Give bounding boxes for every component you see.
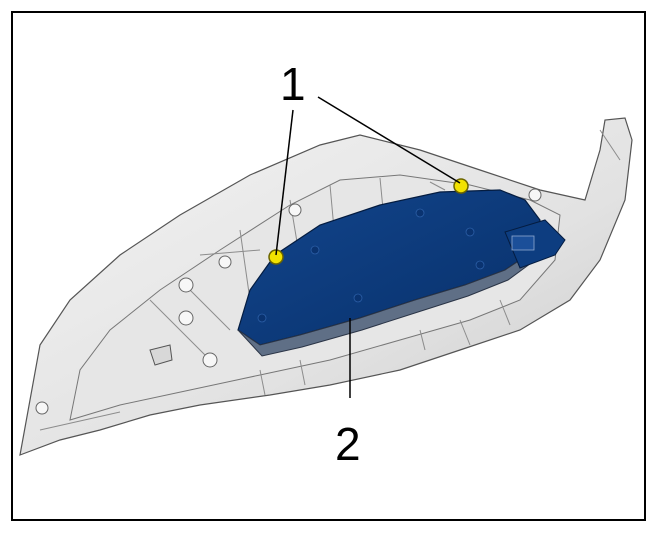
- module-dimples: [257, 208, 485, 323]
- module-connector: [504, 219, 566, 269]
- leader-1b: [317, 96, 461, 184]
- connector-pins: [511, 235, 535, 251]
- bracket-tab: [149, 344, 173, 366]
- callout-1: 1: [280, 58, 306, 110]
- leader-lines: [275, 96, 461, 398]
- fasteners: [268, 178, 469, 265]
- mounting-bosses: [35, 188, 542, 415]
- callout-2: 2: [335, 418, 361, 470]
- leader-1a: [275, 109, 294, 256]
- fastener-right: [453, 178, 469, 194]
- instrument-cluster-module: [237, 189, 566, 357]
